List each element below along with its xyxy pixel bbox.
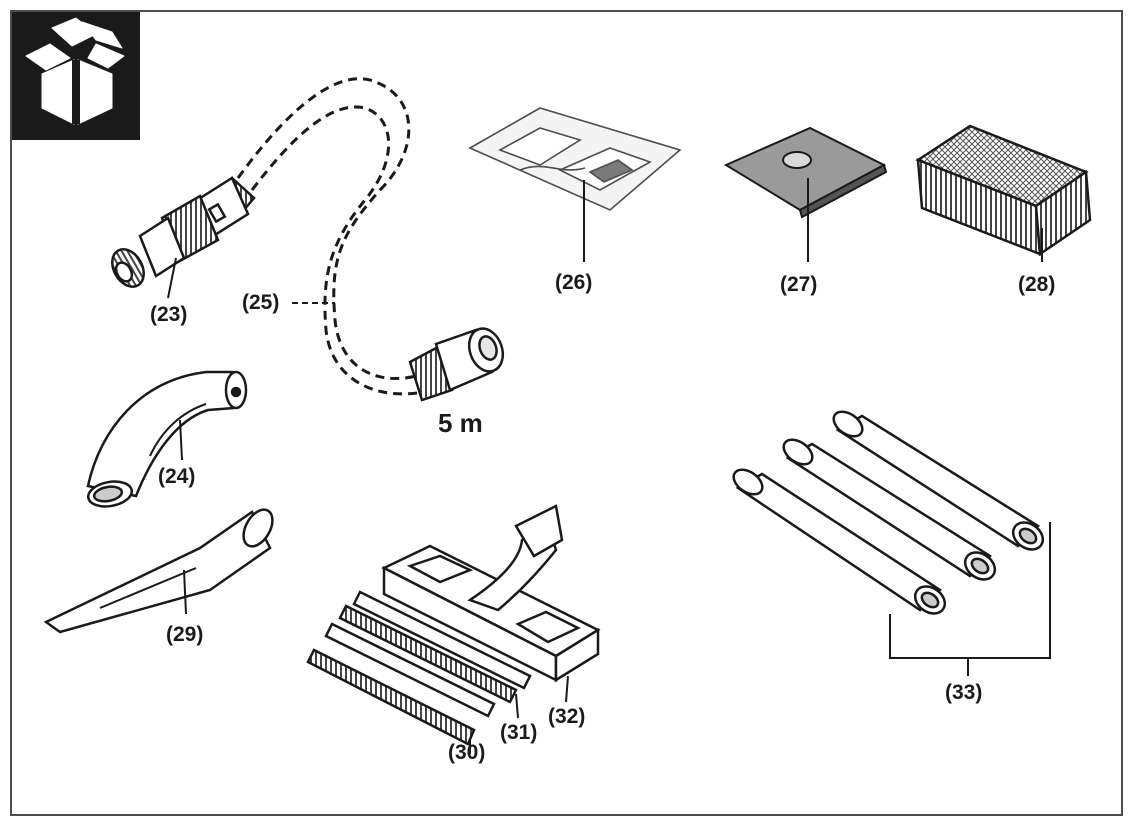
callout-33: (33)	[945, 681, 983, 704]
callout-24: (24)	[158, 465, 196, 488]
tube-bracket	[889, 522, 1051, 659]
callout-29: (29)	[166, 623, 204, 646]
callout-32: (32)	[548, 705, 586, 728]
extension-tube-3	[732, 468, 947, 615]
floor-nozzle	[381, 504, 601, 683]
extension-tubes	[732, 410, 1045, 615]
callout-25: (25)	[242, 291, 280, 314]
suction-hose	[236, 77, 441, 396]
callout-30: (30)	[448, 741, 486, 764]
callout-28: (28)	[1018, 273, 1056, 296]
document-bag	[468, 107, 682, 211]
extension-tube-2	[782, 438, 997, 581]
floor-nozzle-strips	[306, 590, 532, 746]
extension-tube-1	[832, 410, 1045, 551]
open-box-icon	[25, 17, 125, 125]
callout-31: (31)	[500, 721, 538, 744]
callout-26: (26)	[555, 271, 593, 294]
bent-handle	[86, 370, 248, 508]
callout-27: (27)	[780, 273, 818, 296]
dust-bag	[723, 126, 888, 219]
hose-length-label: 5 m	[438, 408, 483, 438]
hose-end-coupling	[408, 327, 505, 402]
hose-connector	[111, 176, 256, 288]
crevice-nozzle	[43, 508, 274, 634]
callout-23: (23)	[150, 303, 188, 326]
pleated-filter	[915, 124, 1092, 257]
box-badge	[12, 12, 140, 140]
